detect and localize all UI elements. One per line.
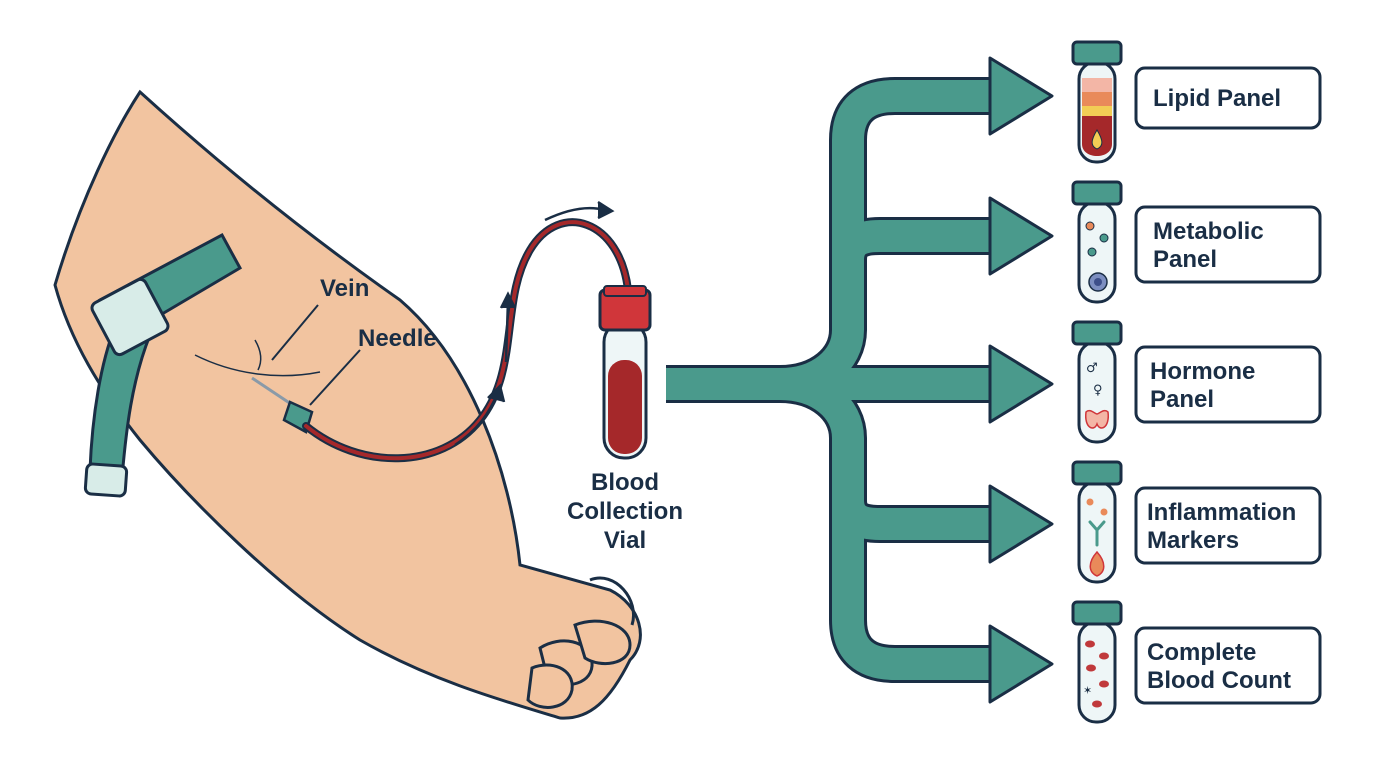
fist	[526, 576, 635, 709]
marker-dot-icon	[1086, 498, 1094, 506]
layer-orange	[1082, 92, 1112, 106]
panel-label-lipid: Lipid Panel	[1153, 85, 1281, 112]
vial-label-line1: Blood	[591, 469, 659, 496]
collection-vial	[598, 285, 652, 460]
tube-hormone: ♂ ♀	[1071, 320, 1123, 444]
finger	[526, 663, 574, 709]
marker-dot-icon	[1100, 508, 1108, 516]
tube-cap	[1071, 600, 1123, 626]
fat-drop-icon	[1091, 129, 1103, 150]
flow-arrows	[454, 200, 615, 447]
thyroid-icon	[1085, 409, 1109, 429]
antibody-icon	[1088, 520, 1106, 547]
tube-cap	[1071, 460, 1123, 486]
panel-label-inflammation-line1: Inflammation	[1147, 499, 1296, 526]
needle-leader	[309, 349, 361, 406]
panel-label-cbc-line2: Blood Count	[1147, 667, 1291, 694]
vein-line	[194, 354, 321, 377]
tube-cbc: ✶	[1071, 600, 1123, 724]
thumb	[589, 576, 635, 626]
tube-cap	[1071, 320, 1123, 346]
flow-arrow	[544, 206, 606, 222]
tourniquet	[83, 232, 243, 498]
layer-yellow	[1082, 106, 1112, 116]
molecule-icon	[1085, 221, 1095, 231]
red-cell-icon	[1086, 664, 1096, 672]
panel-label-hormone-line1: Hormone	[1150, 358, 1255, 385]
panel-box-hormone: Hormone Panel	[1134, 345, 1322, 424]
panel-label-metabolic-line2: Panel	[1153, 246, 1217, 273]
tube-cap	[1071, 40, 1123, 66]
molecule-icon	[1099, 233, 1109, 243]
platelet-icon: ✶	[1083, 684, 1092, 697]
panel-box-cbc: Complete Blood Count	[1134, 626, 1322, 705]
red-cell-icon	[1092, 700, 1102, 708]
arrow-head-hormone	[988, 344, 1054, 424]
molecule-icon	[1087, 247, 1097, 257]
branching-arrows	[666, 56, 1054, 704]
tourniquet-strap-end	[83, 462, 129, 498]
finger	[573, 619, 632, 666]
vein-label: Vein	[320, 275, 369, 302]
red-cell-icon	[1099, 680, 1109, 688]
flow-arrow-head	[499, 291, 517, 309]
panel-box-inflammation: Inflammation Markers	[1134, 486, 1322, 565]
needle-label: Needle	[358, 325, 437, 352]
cell-nucleus-icon	[1094, 278, 1102, 286]
flow-arrow-head	[487, 383, 506, 403]
red-cell-icon	[1099, 652, 1109, 660]
layer-pink	[1082, 78, 1112, 92]
vial-label-line2: Collection	[567, 498, 683, 525]
crease-line	[254, 339, 262, 371]
panel-label-metabolic-line1: Metabolic	[1153, 218, 1264, 245]
tube-cap	[1071, 180, 1123, 206]
vial-cap-top	[603, 285, 647, 297]
arrow-head-cbc	[988, 624, 1054, 704]
female-symbol-icon: ♀	[1093, 383, 1103, 398]
tube-metabolic	[1071, 180, 1123, 304]
tourniquet-buckle	[90, 277, 170, 357]
tube-inflammation	[1071, 460, 1123, 584]
panel-label-inflammation-line2: Markers	[1147, 527, 1239, 554]
flow-arrow	[504, 299, 510, 363]
panel-label-hormone-line2: Panel	[1150, 386, 1214, 413]
vein-leader	[271, 304, 319, 361]
branch-tree	[666, 80, 1000, 680]
arrow-head-lipid	[988, 56, 1054, 136]
arm	[53, 89, 642, 720]
panel-box-metabolic: Metabolic Panel	[1134, 205, 1322, 284]
vial-label-line3: Vial	[604, 527, 646, 554]
red-cell-icon	[1085, 640, 1095, 648]
vial-blood	[608, 360, 642, 454]
panel-label-cbc-line1: Complete	[1147, 639, 1256, 666]
panel-box-lipid: Lipid Panel	[1134, 66, 1322, 130]
arrow-head-metabolic	[988, 196, 1054, 276]
male-symbol-icon: ♂	[1086, 361, 1098, 376]
arrow-heads	[988, 56, 1054, 704]
arm-skin	[53, 89, 642, 720]
flame-icon	[1089, 550, 1105, 577]
arrow-head-inflammation	[988, 484, 1054, 564]
flow-arrow-head	[597, 200, 615, 220]
tube-lipid	[1071, 40, 1123, 164]
